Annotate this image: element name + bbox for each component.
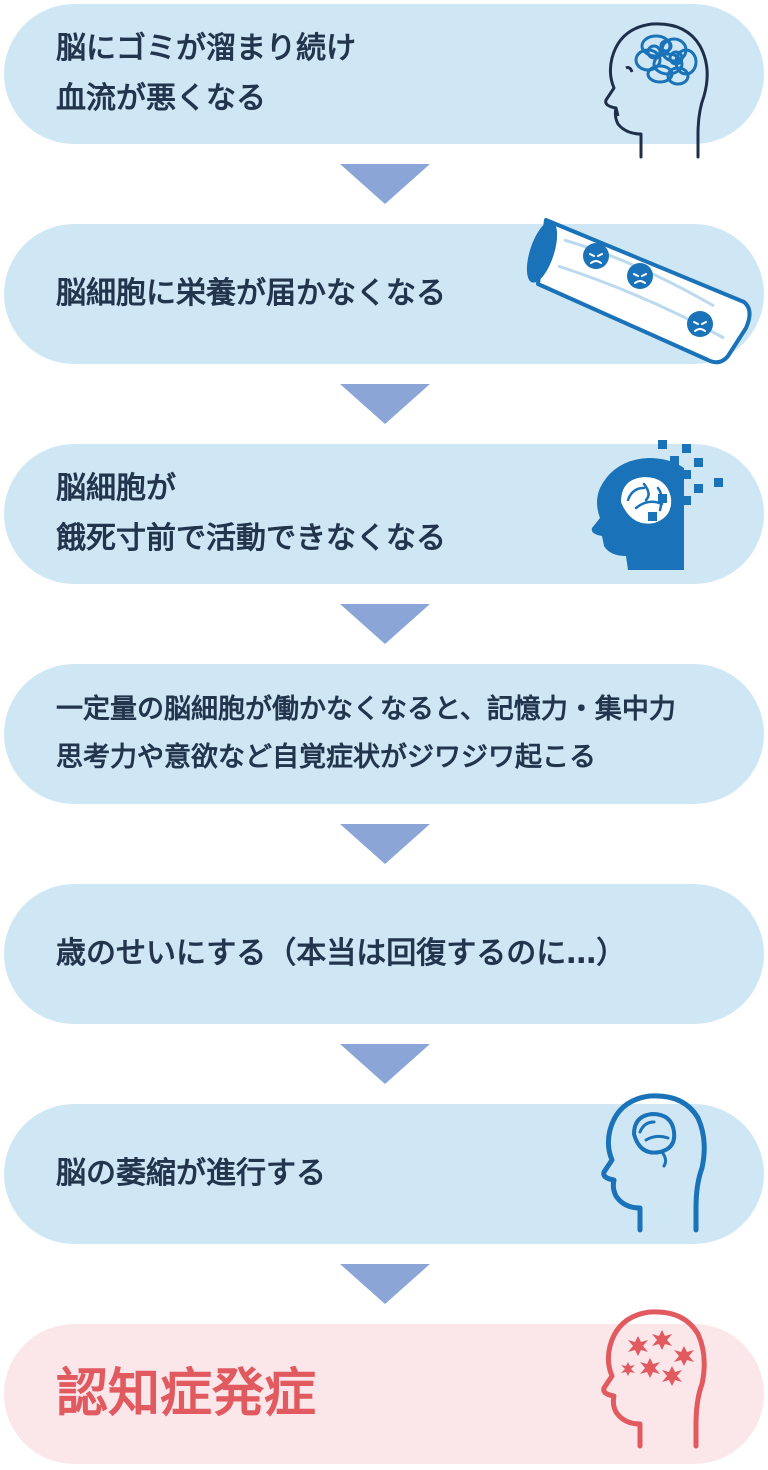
brain-shrinking-icon: [601, 1093, 707, 1233]
flow-step-final: 認知症発症: [4, 1309, 764, 1464]
final-step-text: 認知症発症: [56, 1364, 317, 1424]
flow-step-4: 一定量の脳細胞が働かなくなると、記憶力・集中力 思考力や意欲など自覚症状がジワジ…: [4, 664, 764, 804]
step-5-text: 歳のせいにする（本当は回復するのに…）: [56, 936, 627, 971]
step-4-text: 一定量の脳細胞が働かなくなると、記憶力・集中力 思考力や意欲など自覚症状がジワジ…: [56, 694, 676, 773]
step-2-text: 脳細胞に栄養が届かなくなる: [56, 276, 446, 311]
flow-step-1: 脳にゴミが溜まり続け 血流が悪くなる: [4, 4, 764, 159]
arrow-down-3: [340, 604, 430, 644]
arrow-down-5: [340, 1044, 430, 1084]
step-1-text: 脳にゴミが溜まり続け 血流が悪くなる: [56, 31, 356, 116]
arrow-down-6: [340, 1264, 430, 1304]
step-3-text: 脳細胞が 餓死寸前で活動できなくなる: [56, 471, 446, 556]
flow-step-2: 脳細胞に栄養が届かなくなる: [4, 218, 764, 365]
flow-step-6: 脳の萎縮が進行する: [4, 1093, 764, 1244]
flow-step-5: 歳のせいにする（本当は回復するのに…）: [4, 884, 764, 1024]
brain-damaged-icon: [601, 1309, 707, 1449]
blood-vessel-icon: [526, 218, 752, 365]
arrow-down-1: [340, 164, 430, 204]
arrow-down-2: [340, 384, 430, 424]
step-6-text: 脳の萎縮が進行する: [56, 1156, 326, 1191]
arrow-down-4: [340, 824, 430, 864]
brain-dissolving-icon: [591, 440, 723, 570]
brain-tangled-icon: [604, 22, 709, 159]
flow-step-3: 脳細胞が 餓死寸前で活動できなくなる: [4, 440, 764, 584]
